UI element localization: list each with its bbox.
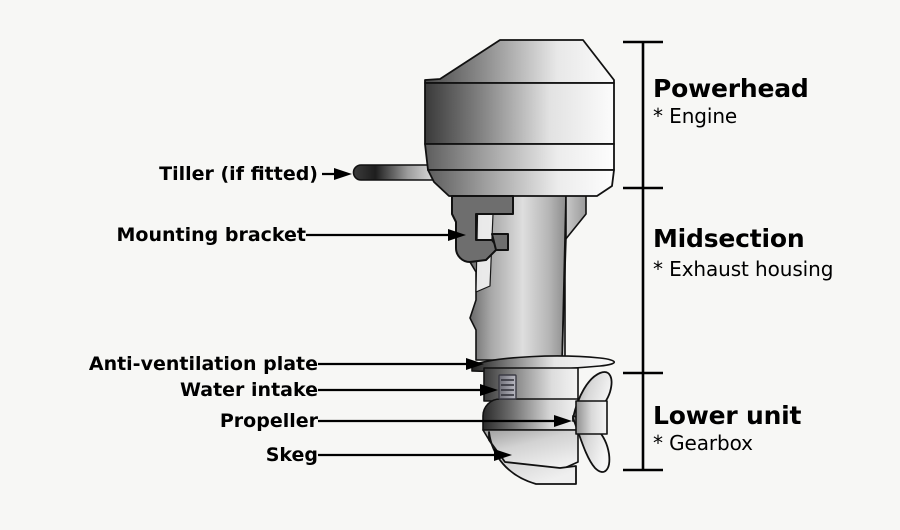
powerhead-cowling <box>424 39 615 197</box>
leader-anti-ventilation-plate <box>318 358 484 370</box>
leader-propeller <box>318 415 572 427</box>
callout-text-tiller: Tiller (if fitted) <box>159 163 318 185</box>
callout-label-tiller: Tiller (if fitted) <box>0 163 318 185</box>
leader-water-intake <box>318 384 498 396</box>
leader-tiller <box>322 168 352 180</box>
callout-label-water-intake: Water intake <box>0 379 318 401</box>
section-subtitle-powerhead: * Engine <box>653 104 738 128</box>
mounting-bracket-clamp <box>451 195 514 263</box>
callout-text-skeg: Skeg <box>265 444 318 466</box>
tiller-handle <box>352 164 442 181</box>
section-subtitle-lower-unit: * Gearbox <box>653 431 753 455</box>
skeg-fin <box>488 431 577 485</box>
leader-skeg <box>318 449 512 461</box>
section-title-lower-unit: Lower unit <box>653 401 802 430</box>
propeller-blades <box>572 371 613 473</box>
callout-label-propeller: Propeller <box>0 410 318 432</box>
leader-mounting-bracket <box>306 229 466 241</box>
callout-text-propeller: Propeller <box>219 410 318 432</box>
exhaust-housing-shaft <box>469 189 587 361</box>
section-subtitle-midsection: * Exhaust housing <box>653 257 834 281</box>
callout-text-mounting-bracket: Mounting bracket <box>116 224 307 246</box>
callout-label-mounting-bracket: Mounting bracket <box>0 224 307 246</box>
callout-label-anti-ventilation-plate: Anti-ventilation plate <box>0 353 318 375</box>
section-title-midsection: Midsection <box>653 224 805 253</box>
callout-label-skeg: Skeg <box>0 444 318 466</box>
callout-text-water-intake: Water intake <box>179 379 318 401</box>
water-intake-grate <box>498 374 517 400</box>
section-title-powerhead: Powerhead <box>653 74 809 103</box>
callout-text-anti-ventilation-plate: Anti-ventilation plate <box>88 353 318 375</box>
